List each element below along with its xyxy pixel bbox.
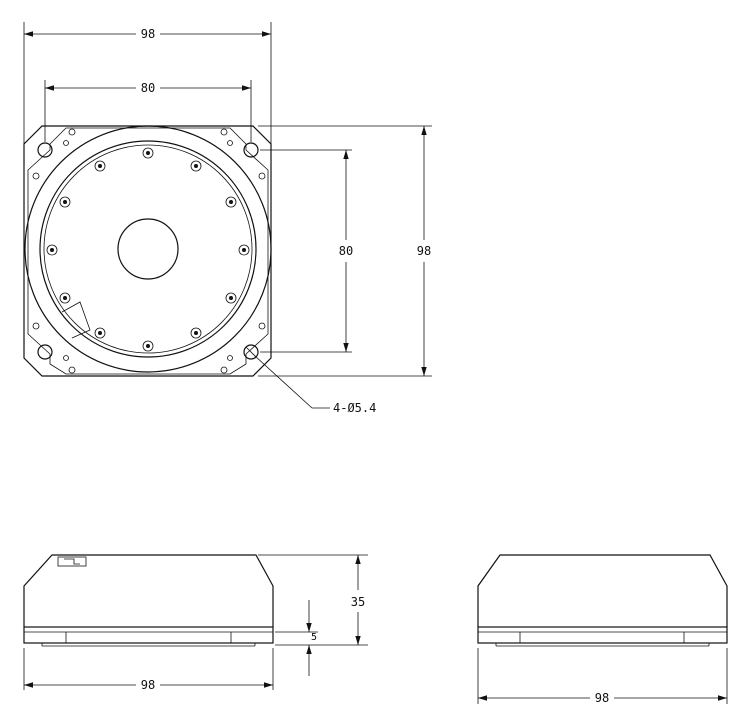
side-body-left	[23, 554, 274, 627]
dim-hole-spacing-x-label: 80	[141, 81, 155, 95]
dim-side-width-right-label: 98	[595, 691, 609, 705]
mount-hole-bl	[37, 344, 53, 360]
dim-top-height-label: 98	[417, 244, 431, 258]
rotor-ring-outer	[39, 140, 257, 358]
dim-side-width-left: 98	[24, 678, 273, 692]
dim-side-width-left-label: 98	[141, 678, 155, 692]
housing-circle	[24, 125, 272, 373]
dim-hole-spacing-y-label: 80	[339, 244, 353, 258]
dim-side-height-label: 35	[351, 595, 365, 609]
dim-top-width: 98	[24, 27, 271, 41]
dim-top-height: 98	[417, 126, 431, 376]
side-body-right	[477, 554, 728, 627]
dim-side-height: 35	[351, 555, 365, 645]
side-flange-right	[477, 626, 728, 644]
mount-hole-tl	[37, 142, 53, 158]
dim-flange-thickness-label: 5	[311, 632, 317, 643]
dim-flange-thickness: 5	[306, 600, 317, 676]
flange-step	[27, 127, 269, 375]
top-view: 98 80 80 98 4-Ø5.4	[23, 22, 432, 415]
side-right-extension-lines	[477, 648, 728, 704]
mount-hole-br-hatch	[245, 346, 257, 358]
side-extension-lines	[23, 554, 368, 690]
center-bore	[117, 218, 179, 280]
hole-callout-label: 4-Ø5.4	[333, 401, 376, 415]
top-extension-lines	[23, 22, 432, 377]
dim-hole-spacing-x: 80	[45, 81, 251, 95]
rotor-screws	[46, 147, 250, 352]
side-view-left: 35 5 98	[23, 554, 368, 692]
flange-outline	[23, 125, 272, 377]
hole-callout: 4-Ø5.4	[254, 355, 376, 415]
corner-screws	[32, 128, 266, 374]
side-view-right: 98	[477, 554, 728, 705]
rotor-ring-inner	[43, 144, 253, 354]
mount-hole-br	[243, 344, 259, 360]
side-flange-left	[23, 626, 274, 644]
dim-side-width-right: 98	[478, 691, 727, 705]
rotor-notch	[61, 301, 91, 339]
dim-top-width-label: 98	[141, 27, 155, 41]
mount-hole-tr	[243, 142, 259, 158]
label-plate	[57, 556, 87, 567]
dim-hole-spacing-y: 80	[339, 150, 353, 352]
